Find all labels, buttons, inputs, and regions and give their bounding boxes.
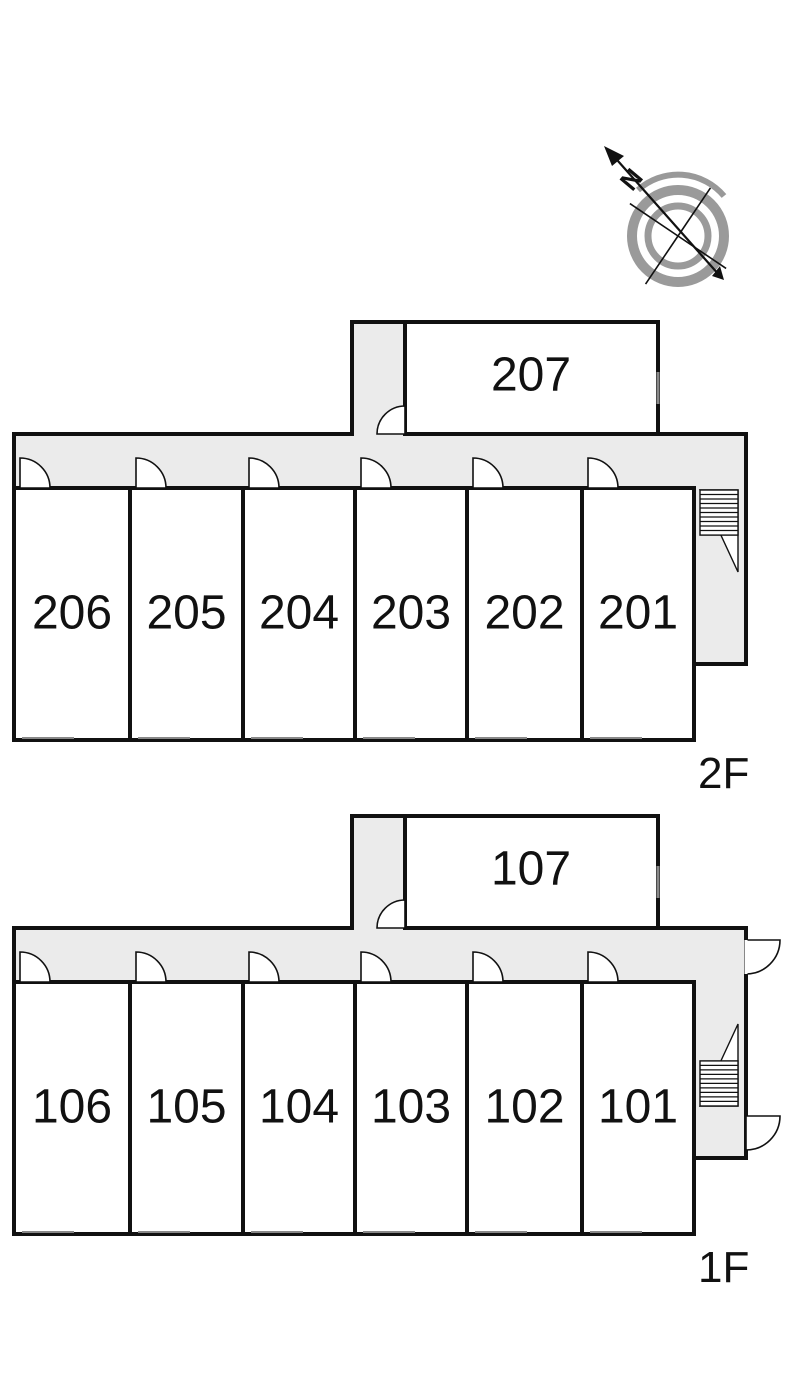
unit-number-201: 201	[598, 587, 678, 640]
unit-number-203: 203	[371, 587, 451, 640]
door-104	[248, 951, 280, 983]
door-107	[376, 899, 406, 929]
door-105	[135, 951, 167, 983]
unit-box-204	[241, 486, 357, 742]
compass-needle-2	[677, 235, 727, 270]
floor-label: 1F	[698, 1243, 749, 1292]
unit-number-106: 106	[32, 1081, 112, 1134]
compass: N	[604, 146, 729, 287]
unit-box-201	[580, 486, 696, 742]
compass-needle-1	[629, 202, 679, 237]
door-204	[248, 457, 280, 489]
entrance-door-lower	[745, 1115, 781, 1151]
door-101	[587, 951, 619, 983]
door-201	[587, 457, 619, 489]
unit-number-104: 104	[259, 1081, 339, 1134]
unit-box-102	[465, 980, 584, 1236]
compass-needle-3	[644, 235, 679, 285]
floor-label: 2F	[698, 749, 749, 798]
door-206	[19, 457, 51, 489]
unit-number-101: 101	[598, 1081, 678, 1134]
entrance-door-upper	[745, 939, 781, 975]
unit-number-105: 105	[146, 1081, 226, 1134]
door-207	[376, 405, 406, 435]
unit-box-207	[403, 320, 660, 436]
door-106	[19, 951, 51, 983]
unit-box-105	[128, 980, 245, 1236]
north-arrowhead	[604, 146, 624, 166]
unit-box-101	[580, 980, 696, 1236]
unit-number-207: 207	[491, 349, 571, 402]
compass-needle-0	[677, 187, 712, 237]
north-axis	[609, 151, 721, 277]
south-arrowhead	[712, 266, 724, 280]
unit-number-103: 103	[371, 1081, 451, 1134]
compass-ring-shade	[635, 171, 727, 198]
compass-inner-ring	[644, 202, 712, 270]
unit-number-107: 107	[491, 843, 571, 896]
unit-number-202: 202	[484, 587, 564, 640]
door-205	[135, 457, 167, 489]
unit-box-107	[403, 814, 660, 930]
door-103	[360, 951, 392, 983]
unit-number-102: 102	[484, 1081, 564, 1134]
door-102	[472, 951, 504, 983]
staircase	[698, 489, 739, 573]
unit-box-103	[353, 980, 469, 1236]
unit-number-204: 204	[259, 587, 339, 640]
door-202	[472, 457, 504, 489]
door-203	[360, 457, 392, 489]
floor-2f: 207 206 205 204 203 202 201 2F	[12, 320, 749, 798]
floor-1f: 107 106 105 104 103 102 101 1F	[12, 814, 781, 1292]
compass-outer-ring	[627, 185, 729, 287]
unit-number-205: 205	[146, 587, 226, 640]
unit-number-206: 206	[32, 587, 112, 640]
staircase	[698, 1023, 739, 1107]
